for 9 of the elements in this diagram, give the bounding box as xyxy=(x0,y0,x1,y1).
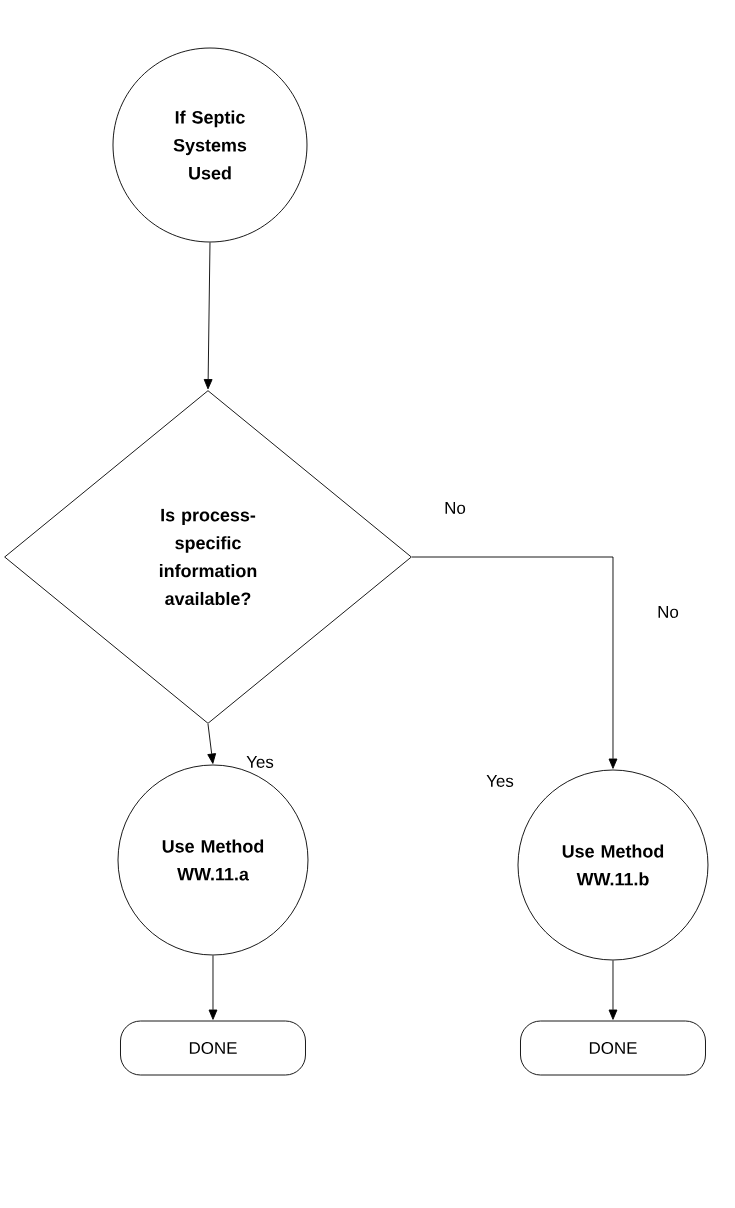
arrow xyxy=(203,242,213,390)
arrow xyxy=(207,723,217,764)
terminal-box: DONE xyxy=(120,1020,306,1076)
edge-label: No xyxy=(443,501,467,515)
arrow xyxy=(411,556,618,769)
arrow xyxy=(208,955,218,1020)
branch-label: No xyxy=(658,606,679,618)
arrow xyxy=(608,960,618,1020)
terminal-box: DONE xyxy=(520,1020,706,1076)
